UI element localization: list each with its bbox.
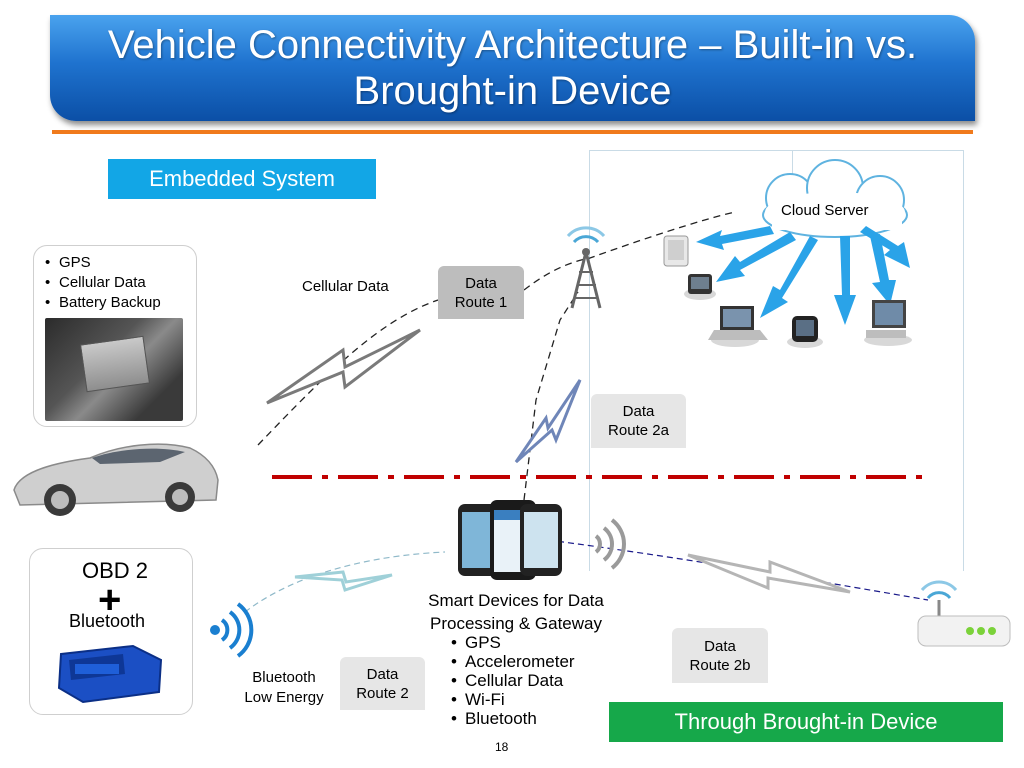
ble-label: Bluetooth Low Energy [238, 668, 330, 708]
smart-devices-caption: Smart Devices for Data Processing & Gate… [405, 589, 627, 635]
smartphone-icon [684, 274, 716, 300]
car-icon [13, 443, 219, 516]
list-item: Bluetooth [451, 709, 575, 728]
lightning-link-icon [687, 553, 851, 594]
title-banner [50, 15, 975, 121]
smartphone-icon [787, 316, 823, 348]
lightning-link-icon [514, 379, 582, 464]
route-label-line: Route 1 [454, 293, 508, 311]
list-item: Battery Backup [45, 293, 161, 313]
smart-caption-line: Smart Devices for Data [428, 591, 604, 610]
plus-sign: + [98, 578, 122, 622]
laptop-icon [708, 306, 768, 347]
list-item: GPS [451, 633, 575, 652]
route-label-line: Data [366, 665, 399, 683]
bluetooth-label: Bluetooth [69, 611, 146, 631]
monitor-icon [864, 300, 912, 346]
lightning-link-icon [266, 328, 421, 405]
route-label-line: Data [704, 637, 736, 655]
route-label-line: Data [465, 274, 497, 292]
brought-in-device-label: Through Brought-in Device [609, 702, 1003, 742]
cloud-distribution-arrows [696, 226, 910, 325]
embedded-feature-list: GPS Cellular Data Battery Backup [45, 253, 161, 313]
embedded-system-label: Embedded System [108, 159, 376, 199]
title-underline [52, 130, 973, 134]
route-label-line: Route 2b [689, 656, 751, 674]
slide-title: Vehicle Connectivity Architecture – Buil… [107, 23, 918, 113]
cloud-area-divider [792, 150, 793, 185]
cellular-data-label: Cellular Data [302, 278, 389, 295]
route-label-line: Route 2 [356, 684, 409, 702]
smartphone-icon [458, 500, 562, 580]
list-item: GPS [45, 253, 161, 273]
route2-dashed-path [244, 551, 446, 613]
page-number: 18 [495, 740, 509, 754]
route1-dashed-path [257, 211, 736, 446]
list-item: Cellular Data [45, 273, 161, 293]
list-item: Cellular Data [451, 671, 575, 690]
cloud-icon [762, 159, 908, 238]
wifi-router-icon [917, 580, 1011, 647]
telematics-unit-photo [45, 318, 183, 421]
smart-caption-line: Processing & Gateway [430, 614, 602, 633]
list-item: Accelerometer [451, 652, 575, 671]
ble-label-line: Low Energy [244, 689, 324, 706]
cell-tower-icon [566, 226, 606, 309]
route2b-dashed-path [547, 539, 929, 601]
route-label-line: Route 2a [608, 422, 669, 439]
obd2-label: OBD 2 [82, 558, 149, 583]
lightning-link-icon [294, 570, 393, 592]
cloud-area-frame [589, 150, 964, 571]
ble-label-line: Bluetooth [252, 669, 316, 686]
list-item: Wi-Fi [451, 690, 575, 709]
route-label-line: Data [622, 403, 655, 420]
tablet-icon [663, 235, 689, 267]
bluetooth-wave-icon [210, 602, 254, 658]
wifi-wave-icon [594, 518, 626, 570]
obd-dongle-icon [57, 644, 163, 704]
smart-device-feature-list: GPS Accelerometer Cellular Data Wi-Fi Bl… [451, 633, 575, 728]
cloud-server-label: Cloud Server [781, 202, 869, 219]
